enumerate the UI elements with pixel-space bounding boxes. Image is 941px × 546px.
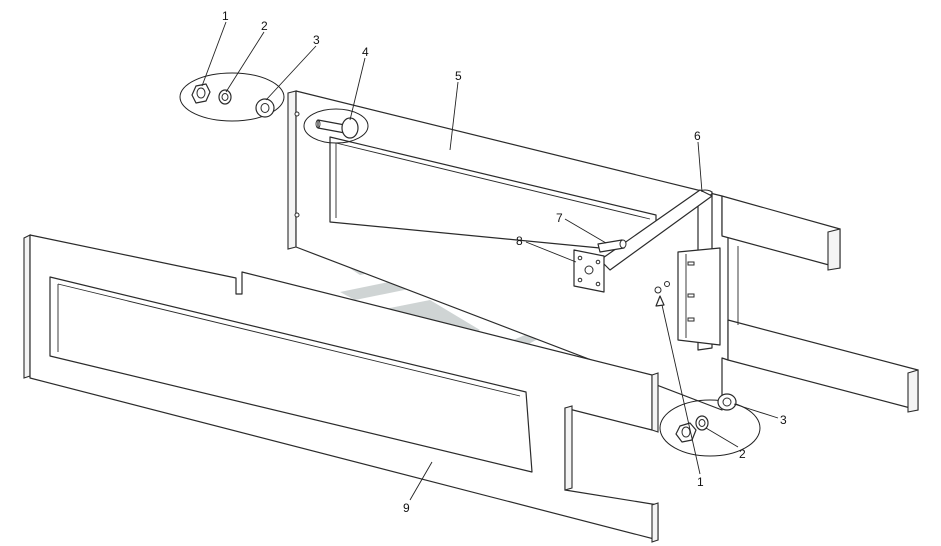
label-bottom-washer: 2	[739, 447, 746, 461]
lower-panel	[23, 234, 659, 543]
label-top-nut: 1	[222, 9, 229, 23]
label-mount-plate: 8	[516, 234, 523, 248]
label-arm-pin: 7	[556, 211, 563, 225]
label-top-washer: 2	[261, 19, 268, 33]
label-bolt: 4	[362, 45, 369, 59]
bolt-group	[303, 108, 369, 144]
label-top-flat-washer: 3	[313, 33, 320, 47]
label-bottom-nut: 1	[697, 475, 704, 489]
label-bottom-flat-washer: 3	[780, 413, 787, 427]
label-lower-panel: 9	[403, 501, 410, 515]
leader-lines	[201, 21, 779, 501]
label-upper-panel: 5	[455, 69, 462, 83]
upper-panel	[287, 90, 919, 413]
bracket-assembly	[573, 189, 721, 351]
top-hardware-group	[179, 72, 285, 122]
callout-numbers: 1 2 3 4 5 6 7 8 9 1 2 3	[222, 9, 787, 515]
label-bracket-post: 6	[694, 129, 701, 143]
